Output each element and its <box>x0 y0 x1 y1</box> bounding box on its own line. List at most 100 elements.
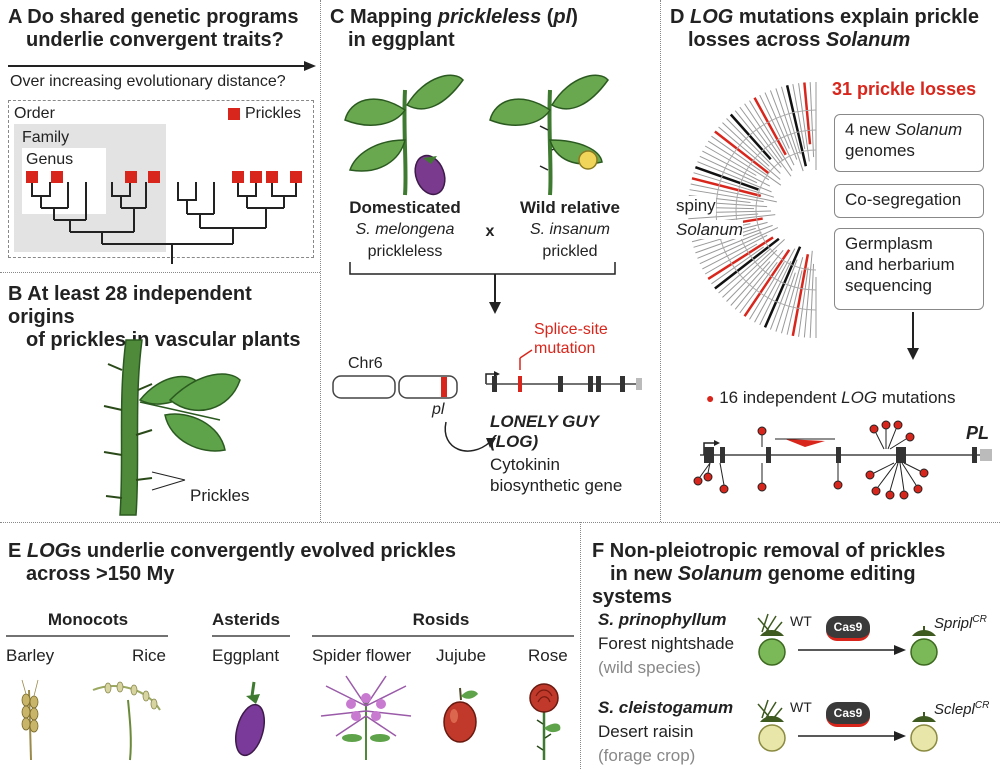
fan-branch <box>744 103 784 162</box>
fan-branch <box>707 140 770 181</box>
prickle-legend-label: Prickles <box>245 105 302 122</box>
fan-branch <box>749 261 785 320</box>
log-gene-line1: LONELY GUY <box>490 412 599 431</box>
fan-branch <box>734 250 784 310</box>
prickle-legend-square <box>228 108 240 120</box>
fan-branch <box>693 172 775 198</box>
row1-species: S. prinophyllum <box>598 610 727 629</box>
rose-icon <box>529 683 561 760</box>
group-rosids: Rosids <box>412 610 470 629</box>
fan-branch <box>798 267 809 337</box>
species-barley: Barley <box>6 646 55 665</box>
panel-b-letter: B <box>8 283 23 305</box>
phylogeny-frame <box>8 100 314 258</box>
log-desc-line1: Cytokinin <box>490 455 560 474</box>
new-genomes-post: genomes <box>845 141 915 160</box>
family-label: Family <box>22 129 70 146</box>
row2-edit-arrow <box>798 731 906 741</box>
fan-branch <box>798 83 810 162</box>
fan-branch <box>780 257 804 334</box>
panel-c-title-mid: ( <box>541 6 554 28</box>
jujube-icon <box>443 687 478 743</box>
row1-edit-arrow <box>798 645 906 655</box>
fan-branch <box>780 86 801 155</box>
fan-branch <box>785 85 808 167</box>
fan-branch <box>704 145 757 176</box>
row1-wt-fruit-icon <box>757 613 786 666</box>
fan-branch <box>702 234 768 270</box>
fan-branch <box>711 246 765 285</box>
order-label: Order <box>14 105 55 122</box>
panel-d-down-arrow <box>907 312 919 360</box>
row2-cas9-badge: Cas9 <box>826 702 870 727</box>
log-mutations-pre: 16 independent <box>719 388 842 407</box>
log-mutations-post: mutations <box>877 388 956 407</box>
row1-wt-label: WT <box>790 613 812 629</box>
fan-branch <box>697 161 772 193</box>
panel-e-title-line1: s underlie convergently evolved prickles <box>70 540 456 562</box>
barley-icon <box>21 679 39 761</box>
phylogeny-tree <box>26 171 302 264</box>
fan-arc <box>735 129 817 291</box>
log-mutations-italic: LOG <box>841 388 878 407</box>
panel-e-letter: E <box>8 540 22 562</box>
fan-branch <box>699 155 758 184</box>
panel-f-title-line2-post: genome editing systems <box>592 563 916 608</box>
panel-c-letter: C <box>330 6 345 28</box>
row1-type: (wild species) <box>598 658 701 677</box>
fan-branch <box>754 248 796 323</box>
row2-result-name: Sclepl <box>934 701 975 718</box>
cross-bracket-arrow <box>349 262 616 314</box>
panel-a-title: A Do shared genetic programs underlie co… <box>8 6 318 52</box>
row2-edited-fruit-icon <box>910 712 938 752</box>
panel-b-title: B At least 28 independent origins of pri… <box>8 283 318 352</box>
cross-symbol: x <box>485 223 495 240</box>
panel-d-title-line2-pre: losses across <box>688 29 826 51</box>
fan-branch <box>786 270 803 335</box>
panel-a-title-line2: underlie convergent traits? <box>26 29 284 51</box>
panel-c-title: C Mapping prickleless (pl) in eggplant <box>330 6 655 52</box>
fan-branch <box>792 84 806 150</box>
fan-branch <box>718 248 771 294</box>
panel-d-title: D LOG mutations explain prickle losses a… <box>670 6 1000 52</box>
divider-ab-c <box>320 0 321 522</box>
pl-to-log-arrow <box>444 421 496 452</box>
row2-wt-fruit-icon <box>757 699 786 752</box>
fan-branch <box>726 118 781 174</box>
row1-cas9-label: Cas9 <box>833 620 863 634</box>
arrow-label: Over increasing evolutionary distance? <box>10 73 286 90</box>
fan-branch <box>759 260 792 326</box>
row2-type: (forage crop) <box>598 746 696 765</box>
fan-branch <box>734 110 782 168</box>
fan-branch <box>791 254 810 337</box>
species-jujube: Jujube <box>436 646 487 665</box>
fan-branch <box>775 88 804 172</box>
fan-branch <box>759 94 795 166</box>
eggplant-fruit-icon <box>235 681 265 757</box>
panel-b-title-line1: At least 28 independent origins <box>8 283 252 328</box>
fan-branch <box>739 261 778 314</box>
spiny-label: spiny <box>676 196 716 215</box>
log-gene-label: LONELY GUY (LOG) <box>490 412 599 452</box>
row2-cr-superscript: CR <box>974 700 990 711</box>
divider-e-f <box>580 522 581 769</box>
panel-d-title-log: LOG <box>690 6 734 28</box>
fan-branch <box>699 227 779 265</box>
panel-a-letter: A <box>8 6 22 28</box>
panel-d-title-line2-it: Solanum <box>825 29 911 51</box>
prickle-losses-count: 31 prickle losses <box>832 79 977 99</box>
panel-f-letter: F <box>592 540 605 562</box>
row1-cas9-badge: Cas9 <box>826 616 870 641</box>
fan-branch <box>688 213 759 220</box>
panel-f-title-line1: Non-pleiotropic removal of prickles <box>609 540 946 562</box>
row2-result-label: ScleplCR <box>934 696 989 719</box>
germplasm-line2: and herbarium <box>845 255 955 274</box>
germplasm-line3: sequencing <box>845 276 932 295</box>
row2-species: S. cleistogamum <box>598 698 734 717</box>
panel-c-title-pre: Mapping <box>350 6 438 28</box>
domesticated-label: Domesticated <box>349 198 461 217</box>
fan-branch <box>714 130 770 175</box>
splice-site-line2: mutation <box>534 340 596 357</box>
divider-c-d <box>660 0 661 522</box>
fan-arc <box>715 109 817 311</box>
